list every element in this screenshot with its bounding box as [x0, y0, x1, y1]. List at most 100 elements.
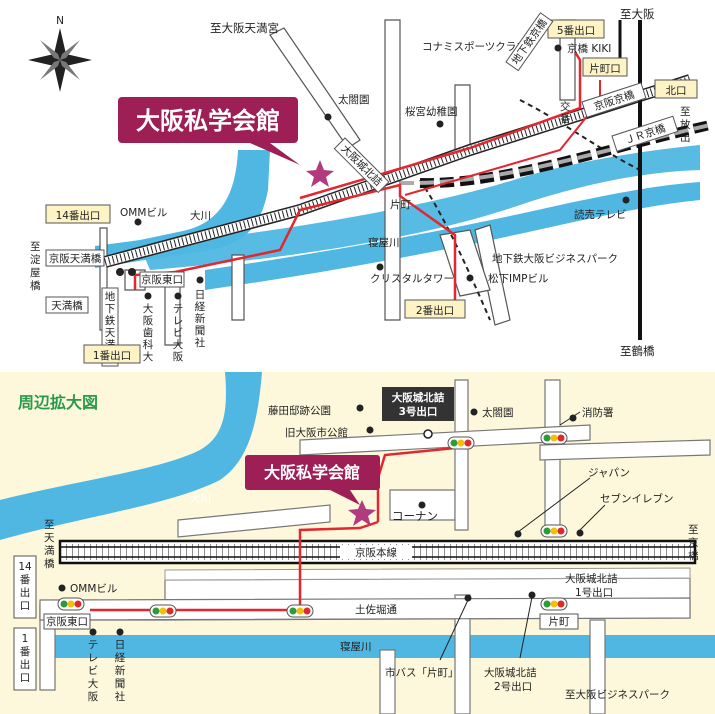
- dot-bus-stop: [464, 594, 472, 602]
- dot-station-1: [116, 268, 124, 276]
- tvosaka-d3: ビ: [88, 665, 99, 677]
- dot-old-city-hall: [366, 426, 374, 434]
- walking-route-3: [404, 80, 601, 196]
- label-old-city-hall: 旧大阪市公館: [285, 426, 348, 439]
- svg-text:大阪城北詰: 大阪城北詰: [338, 142, 385, 189]
- venue-star: [306, 160, 334, 187]
- dental-2: 阪: [143, 314, 154, 327]
- dental-1: 大: [143, 302, 154, 315]
- nikkei-3: 新: [195, 312, 206, 325]
- label-koban-1: 交: [560, 100, 571, 113]
- detail-tosabori-road: [39, 597, 691, 621]
- dot-omm-detail: [58, 584, 66, 592]
- detail-map: 周辺拡大図 京阪本線: [0, 372, 715, 714]
- traffic-light-2: [540, 431, 568, 445]
- tvosaka-d5: 阪: [88, 690, 99, 703]
- label-tosabori: 土佐堀通: [355, 603, 397, 616]
- dot-dental: [144, 292, 152, 300]
- keihan-temmabashi-box: [45, 249, 105, 267]
- katamachi-detail-label: 片町: [549, 615, 570, 628]
- dot-konan: [418, 501, 426, 509]
- dot-kiki: [554, 44, 562, 52]
- label-dest-osaka: 至大阪: [620, 7, 655, 21]
- kita-exit-label: 北口: [666, 85, 687, 97]
- temmabashi-box: [45, 296, 89, 314]
- label-fujita-park: 藤田邸跡公園: [268, 404, 331, 417]
- exit1-box: [83, 344, 141, 364]
- label-dest-yodoyabashi-4: 橋: [30, 279, 41, 292]
- exit2-box: [404, 299, 466, 319]
- traffic-light-7: [540, 597, 568, 611]
- label-neyagawa: 寝屋川: [368, 236, 400, 249]
- exit2-kitazume-1: 大阪城北詰: [484, 666, 537, 679]
- exit3-line1: 大阪城北詰: [392, 391, 445, 404]
- label-konami: コナミスポーツクラブ: [422, 40, 527, 53]
- label-taikoen: 太閤園: [338, 93, 370, 106]
- label-okawa: 大川: [190, 209, 211, 222]
- tvosaka-5: 阪: [173, 350, 184, 363]
- subway-temmabashi-1: 地: [105, 290, 116, 303]
- tvosaka-2: レ: [173, 315, 184, 327]
- top-map: N 大阪私学会館 至大阪天満宮 至大阪 コナミスポーツクラブ 5番出口 京橋 K…: [28, 7, 712, 367]
- dot-crystal: [376, 263, 384, 271]
- label-dest-hanaten-1: 至: [680, 106, 691, 118]
- katamachi-exit-box: [582, 57, 628, 77]
- exit1-d1: 1: [22, 633, 29, 645]
- dot-fujita-park: [356, 404, 364, 412]
- keihan-east-box: [139, 271, 185, 288]
- dot-taikoen-detail: [470, 408, 478, 416]
- label-kindergarten: 桜宮幼稚園: [405, 105, 458, 118]
- dest-kyobashi-1: 至: [688, 524, 699, 536]
- dot-yomiuri: [622, 196, 630, 204]
- dot-nikkei: [196, 276, 204, 284]
- label-katamachi: 片町: [390, 198, 411, 211]
- roads: [99, 19, 576, 346]
- label-dest-tsurumi: 至鶴橋: [620, 344, 655, 358]
- traffic-light-6: [286, 604, 314, 618]
- nikkei-d1: 日: [115, 639, 126, 651]
- label-okawa-detail: 大川: [190, 492, 211, 505]
- detail-okawa: [0, 372, 262, 540]
- dest-kyobashi-3: 橋: [688, 549, 699, 562]
- dest-temmabashi-4: 橋: [44, 557, 55, 570]
- dental-3: 歯: [143, 326, 154, 339]
- label-fire-station: 消防署: [582, 406, 614, 419]
- keihan-east-label: 京阪東口: [141, 273, 183, 286]
- dental-4: 科: [143, 338, 154, 351]
- dot-nikkei-detail: [116, 628, 124, 636]
- north-compass: N: [28, 15, 92, 92]
- walking-route-2: [299, 51, 582, 200]
- dot-imp: [466, 274, 474, 282]
- katamachi-exit-label: 片町口: [589, 62, 621, 75]
- label-japan: ジャパン: [588, 467, 630, 479]
- traffic-light-1: [447, 436, 475, 450]
- exit2-kitazume-2: 2号出口: [494, 680, 532, 693]
- dest-kyobashi-2: 京: [688, 536, 699, 549]
- keihan-line-label-bg: [340, 545, 412, 559]
- keihan-kyobashi-box: 京阪京橋: [581, 82, 647, 118]
- kita-exit-box: [654, 79, 698, 99]
- detail-venue-callout: 大阪私学会館: [245, 455, 380, 526]
- nikkei-1: 日: [195, 289, 206, 301]
- label-crystal: クリスタルタワー: [370, 273, 454, 285]
- label-city-bus: 市バス「片町」: [385, 666, 459, 679]
- tvosaka-4: 大: [173, 338, 184, 351]
- label-yomiuri: 読売テレビ: [574, 208, 627, 221]
- venue-label: 大阪私学会館: [136, 107, 280, 135]
- exit14-d2: 番: [20, 574, 31, 586]
- label-dest-yodoyabashi-2: 淀: [30, 253, 41, 266]
- exit14-box: [45, 204, 111, 224]
- venue-callout: 大阪私学会館: [118, 97, 334, 187]
- detail-venue-star: [348, 500, 376, 526]
- nikkei-d5: 社: [115, 690, 126, 703]
- subway-temmabashi-3: 鉄: [105, 314, 116, 327]
- subway-dashed: [419, 179, 491, 321]
- subway-temmabashi-2: 下: [105, 303, 116, 315]
- dest-temmabashi-3: 満: [44, 545, 55, 557]
- detail-blocks: [164, 567, 691, 581]
- label-kiki: 京橋 KIKI: [567, 42, 611, 55]
- line-exit2-detail: [519, 596, 533, 659]
- line-japan: [517, 477, 591, 533]
- detail-title: 周辺拡大図: [18, 393, 98, 412]
